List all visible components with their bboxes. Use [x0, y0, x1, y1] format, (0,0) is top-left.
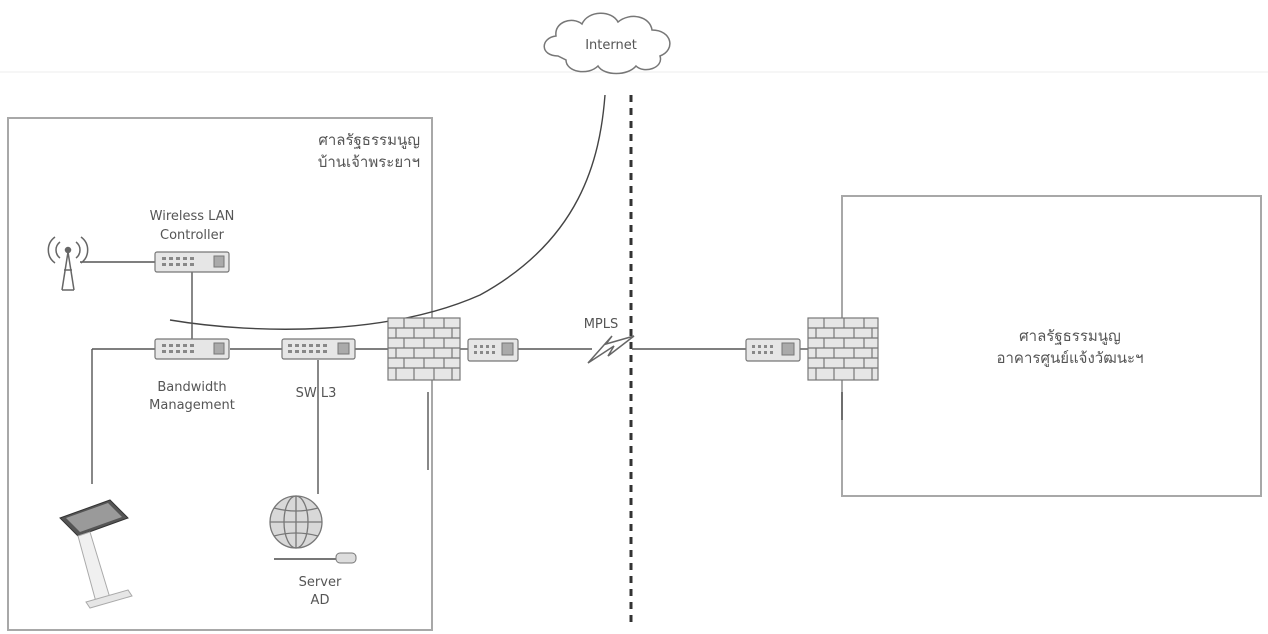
wlc-label-line2: Controller: [160, 228, 224, 243]
site-a-box: [7, 117, 433, 631]
switch-l3-icon: [281, 338, 356, 360]
links-site-a: [80, 261, 592, 494]
bandwidth-appliance-icon: [154, 338, 230, 360]
server-label-line1: Server: [298, 575, 342, 590]
site-b-box: [841, 195, 1262, 497]
lightning-bolt-icon: [587, 335, 635, 364]
server-label-line2: AD: [310, 593, 330, 608]
switch-label: SW L3: [295, 386, 337, 401]
firewall-a-icon: [387, 317, 461, 381]
links-site-b: [632, 348, 843, 420]
cloud-icon: [543, 12, 671, 75]
wlc-appliance-icon: [154, 251, 230, 273]
kiosk-icon: [59, 499, 133, 609]
site-a-name-line1: ศาลรัฐธรรมนูญ: [318, 131, 420, 149]
router-b-icon: [745, 338, 801, 362]
site-b-name-line1: ศาลรัฐธรรมนูญ: [1019, 327, 1121, 345]
router-a-icon: [467, 338, 519, 362]
internet-link: [169, 94, 606, 330]
site-a-name-line2: บ้านเจ้าพระยาฯ: [317, 153, 420, 171]
bandwidth-label-line1: Bandwidth: [157, 380, 227, 395]
mpls-label: MPLS: [583, 317, 619, 332]
wireless-antenna-icon: [47, 236, 89, 291]
cloud-label: Internet: [585, 38, 637, 53]
site-b-name-line2: อาคารศูนย์แจ้งวัฒนะฯ: [996, 349, 1144, 367]
globe-icon: [269, 495, 323, 549]
server-stick-icon: [274, 552, 357, 564]
bandwidth-label-line2: Management: [149, 398, 235, 413]
wlc-label-line1: Wireless LAN: [149, 209, 235, 224]
firewall-b-icon: [807, 317, 879, 381]
